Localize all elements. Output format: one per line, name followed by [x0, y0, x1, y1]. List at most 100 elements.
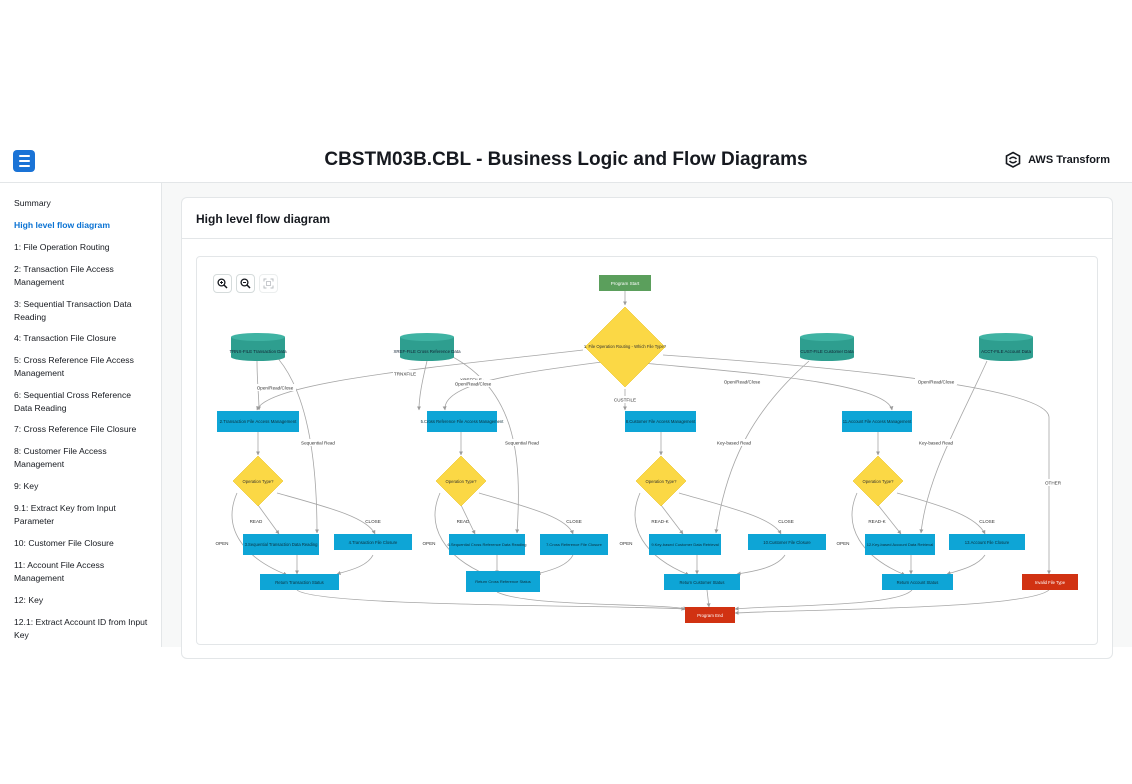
node-customer-access-label: 8.Customer File Access Management	[626, 419, 696, 424]
node-program-start[interactable]: Program Start	[599, 275, 651, 291]
edge-label-close-3: CLOSE	[778, 519, 794, 524]
sidebar-item-extract-key[interactable]: 9.1: Extract Key from Input Parameter	[14, 503, 116, 526]
sidebar-item-key-12[interactable]: 12: Key	[14, 595, 44, 605]
sidebar-item-cross-reference-access[interactable]: 5: Cross Reference File Access Managemen…	[14, 355, 134, 378]
node-cross-reference-close[interactable]: 7.Cross Reference File Closure	[540, 534, 608, 555]
node-operation-type-3-label: Operation Type?	[646, 479, 678, 484]
edge-op3-close	[678, 492, 782, 535]
sidebar-item-sequential-transaction-reading[interactable]: 3: Sequential Transaction Data Reading	[14, 299, 132, 322]
edge-label-close-2: CLOSE	[566, 519, 582, 524]
node-operation-type-1-label: Operation Type?	[243, 479, 275, 484]
datastore-acct-file[interactable]: ACCT-FILE Account Data	[979, 333, 1033, 361]
node-customer-access[interactable]: 8.Customer File Access Management	[625, 411, 696, 432]
aws-transform-logo-icon	[1005, 151, 1021, 168]
diagram-viewport[interactable]: TRNXFILE XREFFILE CUSTFILE OTHER Open/Re…	[196, 256, 1098, 645]
edge-close2-ret	[536, 554, 574, 575]
node-return-account-status-label: Return Account Status	[897, 580, 939, 585]
node-transaction-access[interactable]: 2.Transaction File Access Management	[217, 411, 299, 432]
edge-op2-read	[460, 504, 476, 535]
zoom-in-icon	[217, 278, 228, 289]
edge-label-read-3: READ-K	[651, 519, 669, 524]
node-invalid-file-type[interactable]: Invalid File Type	[1022, 574, 1078, 590]
edge-close3-ret	[736, 554, 786, 576]
node-account-access-label: 11.Account File Access Management	[843, 419, 912, 424]
sidebar-item-cross-reference-closure[interactable]: 7: Cross Reference File Closure	[14, 424, 137, 434]
node-operation-type-4[interactable]: Operation Type?	[852, 455, 904, 507]
datastore-cust-file[interactable]: CUST-FILE Customer Data	[800, 333, 854, 361]
sidebar-item-transaction-file-access[interactable]: 2: Transaction File Access Management	[14, 264, 114, 287]
sidebar-item-high-level-flow-diagram[interactable]: High level flow diagram	[14, 220, 110, 230]
edge-label-read-1: READ	[250, 519, 263, 524]
edge-close1-ret	[336, 554, 374, 575]
edge-label-other: OTHER	[1045, 481, 1062, 486]
sidebar-item-sequential-cross-reference-reading[interactable]: 6: Sequential Cross Reference Data Readi…	[14, 390, 132, 413]
edge-op1-open	[231, 492, 288, 576]
edge-xreffile-access	[417, 360, 428, 411]
node-return-cross-reference-status[interactable]: Return Cross Reference Status	[466, 571, 540, 592]
datastore-xref-file[interactable]: XREF-FILE Cross Reference Data	[393, 333, 461, 361]
edge-custfile-read	[714, 360, 810, 534]
sidebar-item-summary[interactable]: Summary	[14, 198, 51, 208]
node-transaction-read[interactable]: 3.Sequential Transaction Data Reading	[243, 534, 319, 555]
node-program-end[interactable]: Program End	[685, 607, 735, 623]
edge-label-key-read-1: Key-based Read	[717, 441, 752, 446]
node-file-routing-decision[interactable]: 1. File Operation Routing - Which File T…	[584, 306, 667, 388]
fit-screen-button[interactable]	[259, 274, 278, 293]
edge-op3-read	[660, 504, 684, 535]
node-customer-read-label: 9.Key-based Customer Data Retrieval	[651, 542, 718, 547]
node-customer-close[interactable]: 10.Customer File Closure	[748, 534, 826, 550]
edge-op1-read	[257, 504, 280, 535]
sidebar-item-customer-file-closure[interactable]: 10: Customer File Closure	[14, 538, 114, 548]
node-cross-reference-access[interactable]: 5.Cross Reference File Access Management	[421, 411, 505, 432]
node-return-customer-status[interactable]: Return Customer Status	[664, 574, 740, 590]
datastore-xref-label: XREF-FILE Cross Reference Data	[393, 349, 461, 354]
node-operation-type-2[interactable]: Operation Type?	[435, 455, 487, 507]
node-return-cross-reference-status-label: Return Cross Reference Status	[475, 579, 531, 584]
node-operation-type-3[interactable]: Operation Type?	[635, 455, 687, 507]
node-cross-reference-read[interactable]: 6.Sequential Cross Reference Data Readin…	[448, 534, 527, 555]
node-transaction-close-label: 4.Transaction File Closure	[349, 540, 398, 545]
edge-op1-close	[276, 492, 376, 535]
node-transaction-close[interactable]: 4.Transaction File Closure	[334, 534, 412, 550]
node-return-transaction-status-label: Return Transaction Status	[275, 580, 323, 585]
zoom-out-button[interactable]	[236, 274, 255, 293]
edge-label-seq-read-2: Sequential Read	[505, 441, 539, 446]
node-account-close[interactable]: 13.Account File Closure	[949, 534, 1025, 550]
edge-label-read-2: READ	[457, 519, 470, 524]
edge-op3-open	[634, 492, 690, 576]
node-operation-type-1[interactable]: Operation Type?	[232, 455, 284, 507]
node-customer-close-label: 10.Customer File Closure	[763, 540, 811, 545]
fit-screen-icon	[263, 278, 274, 289]
node-return-transaction-status[interactable]: Return Transaction Status	[260, 574, 339, 590]
edge-label-custfile: CUSTFILE	[614, 398, 636, 403]
zoom-controls	[213, 274, 278, 293]
edge-op4-close	[896, 492, 986, 535]
sidebar-item-customer-file-access[interactable]: 8: Customer File Access Management	[14, 446, 107, 469]
sidebar-item-transaction-file-closure[interactable]: 4: Transaction File Closure	[14, 333, 117, 343]
node-cross-reference-access-label: 5.Cross Reference File Access Management	[421, 419, 505, 424]
flow-diagram: TRNXFILE XREFFILE CUSTFILE OTHER Open/Re…	[215, 275, 1078, 623]
edge-ret1-end	[296, 589, 686, 611]
sidebar-item-account-file-access[interactable]: 11: Account File Access Management	[14, 560, 105, 583]
edge-op2-open	[434, 492, 488, 576]
sidebar-item-file-operation-routing[interactable]: 1: File Operation Routing	[14, 242, 110, 252]
node-customer-read[interactable]: 9.Key-based Customer Data Retrieval	[649, 534, 721, 555]
hamburger-icon[interactable]	[13, 150, 35, 172]
edge-label-open-2: OPEN	[422, 541, 435, 546]
node-operation-type-4-label: Operation Type?	[863, 479, 895, 484]
brand[interactable]: AWS Transform	[1004, 151, 1110, 169]
zoom-in-button[interactable]	[213, 274, 232, 293]
edge-label-close-1: CLOSE	[365, 519, 381, 524]
sidebar-nav: Summary High level flow diagram 1: File …	[0, 183, 162, 647]
node-return-account-status[interactable]: Return Account Status	[882, 574, 953, 590]
edge-label-open-read-close-3: Open/Read/Close	[724, 380, 761, 385]
edge-routing-acct	[642, 362, 894, 411]
zoom-out-icon	[240, 278, 251, 289]
datastore-trnx-file[interactable]: TRNX-FILE Transaction Data	[229, 333, 287, 361]
edge-label-trnxfile: TRNXFILE	[394, 372, 416, 377]
sidebar-item-key-9[interactable]: 9: Key	[14, 481, 39, 491]
sidebar-item-extract-account-id[interactable]: 12.1: Extract Account ID from Input Key	[14, 617, 148, 640]
datastore-acct-label: ACCT-FILE Account Data	[981, 349, 1031, 354]
node-account-access[interactable]: 11.Account File Access Management	[842, 411, 912, 432]
node-account-read[interactable]: 12.Key-based Account Data Retrieval	[865, 534, 935, 555]
